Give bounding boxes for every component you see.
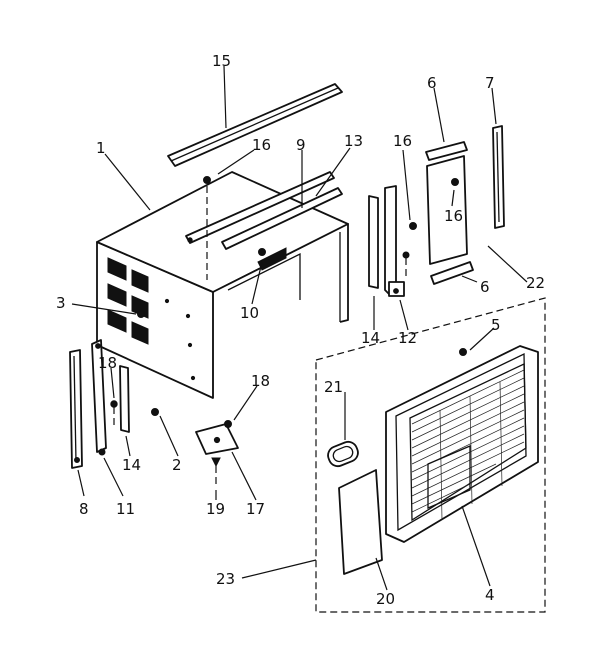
callout-11: 11 — [116, 500, 135, 518]
callout-8: 8 — [79, 500, 89, 518]
part-6-top-strip — [425, 141, 468, 161]
callout-labels: 15 1 16 9 13 16 6 7 16 22 6 3 10 14 12 5… — [56, 52, 545, 608]
callout-20: 20 — [376, 590, 395, 608]
part-15-top-rail — [167, 83, 343, 167]
callout-10: 10 — [240, 304, 259, 322]
callout-13: 13 — [344, 132, 363, 150]
callout-22: 22 — [526, 274, 545, 292]
screw-18-left — [110, 400, 118, 428]
callout-23: 23 — [216, 570, 235, 588]
grille-louvres — [411, 369, 525, 521]
callout-16: 16 — [252, 136, 271, 154]
part-14-right-strip — [368, 195, 379, 289]
callout-16: 16 — [393, 132, 412, 150]
part-12-bracket — [384, 185, 417, 297]
part-21-gasket — [327, 440, 359, 468]
leader-lines — [71, 65, 528, 591]
screw-10 — [258, 248, 266, 256]
callout-12: 12 — [398, 329, 417, 347]
part-9-rail — [185, 171, 335, 244]
cabinet-louvres — [107, 257, 149, 345]
callout-9: 9 — [296, 136, 306, 154]
callout-1: 1 — [96, 139, 106, 157]
callout-15: 15 — [212, 52, 231, 70]
callout-14: 14 — [122, 456, 141, 474]
screw-19 — [211, 457, 221, 486]
callout-17: 17 — [246, 500, 265, 518]
part-1-cabinet — [96, 171, 349, 399]
part-7-strip — [492, 125, 505, 229]
part-14-left-strip — [119, 365, 130, 433]
callout-6: 6 — [480, 278, 490, 296]
screw-16-top — [203, 176, 211, 280]
callout-6: 6 — [427, 74, 437, 92]
part-8-left-strip — [69, 349, 83, 469]
callout-3: 3 — [56, 294, 66, 312]
part-17-mount-bracket — [195, 423, 239, 455]
callout-7: 7 — [485, 74, 495, 92]
callout-14: 14 — [361, 329, 380, 347]
part-4-front-grille — [385, 345, 539, 543]
screw-5 — [459, 348, 467, 356]
callout-18: 18 — [251, 372, 270, 390]
callout-21: 21 — [324, 378, 343, 396]
part-20-filter — [338, 469, 383, 575]
screw-18 — [224, 420, 232, 428]
callout-5: 5 — [491, 316, 501, 334]
part-6-bottom-strip — [430, 261, 474, 285]
group-23-boundary — [315, 297, 546, 613]
callout-19: 19 — [206, 500, 225, 518]
callout-2: 2 — [172, 456, 182, 474]
side-panel — [426, 155, 468, 265]
callout-4: 4 — [485, 586, 495, 604]
screw-2 — [151, 408, 159, 416]
part-11-left-bracket — [91, 339, 107, 456]
screw-3 — [137, 310, 145, 318]
callout-16: 16 — [444, 207, 463, 225]
part-13-rail — [221, 187, 343, 250]
callout-18: 18 — [98, 354, 117, 372]
